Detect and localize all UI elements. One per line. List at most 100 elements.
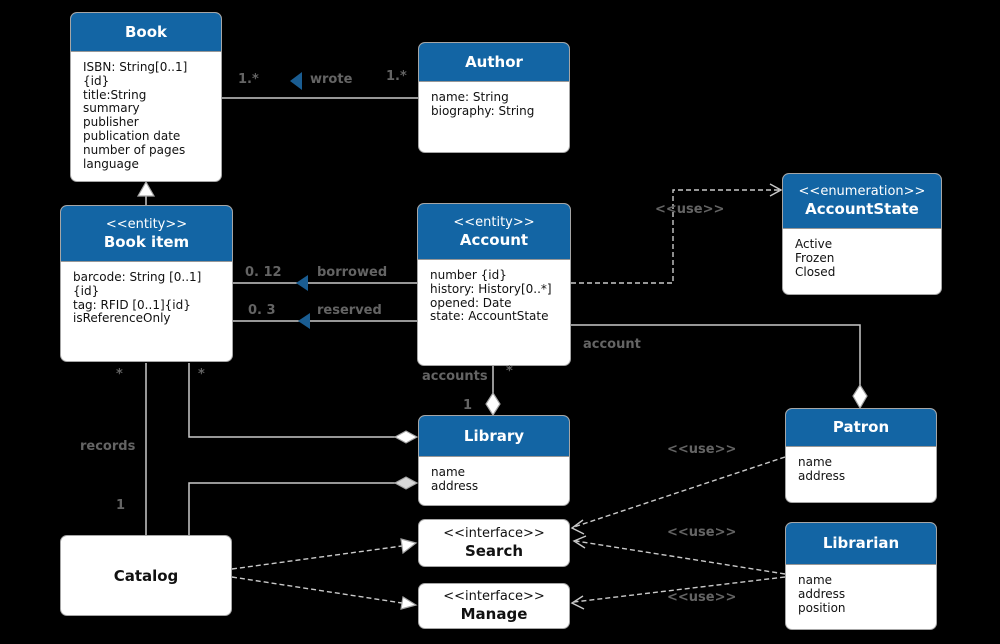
- manage-realization-arrow-icon: [400, 596, 418, 610]
- patron-aggregation-diamond-icon: [852, 383, 868, 410]
- use-label-account-accountstate: <<use>>: [655, 202, 725, 217]
- attribute-line: state: AccountState: [430, 309, 549, 324]
- use-accountstate-arrow-icon: [769, 183, 783, 197]
- class-patron-header: Patron: [786, 409, 936, 447]
- interface-stereotype: <<interface>>: [443, 589, 545, 604]
- attribute-line: summary: [83, 101, 140, 116]
- attribute-line: opened: Date: [430, 295, 512, 310]
- association-account-line: [571, 324, 861, 386]
- borrowed-direction-triangle-icon: [296, 275, 308, 291]
- class-title: Account: [459, 230, 529, 249]
- attribute-line: history: History[0..*]: [430, 281, 552, 296]
- class-account-attributes: number {id}history: History[0..*]opened:…: [418, 260, 570, 333]
- use-label-patron-search: <<use>>: [667, 442, 737, 457]
- interface-title: Manage: [460, 605, 528, 623]
- attribute-line: Frozen: [795, 250, 835, 265]
- multiplicity-book-wrote: 1.*: [238, 72, 259, 87]
- association-label-borrowed: borrowed: [317, 265, 388, 280]
- attribute-line: number of pages: [83, 142, 186, 157]
- class-book-item-header: <<entity>> Book item: [61, 206, 232, 262]
- class-title: Book item: [103, 232, 190, 251]
- wrote-direction-triangle-icon: [290, 72, 302, 90]
- class-account[interactable]: <<entity>> Account number {id}history: H…: [417, 203, 571, 366]
- attribute-line: name: [798, 573, 833, 587]
- attribute-line: name: String: [431, 90, 509, 104]
- role-label-account: account: [583, 337, 641, 352]
- attribute-line: language: [83, 156, 139, 171]
- class-book-item[interactable]: <<entity>> Book item barcode: String [0.…: [60, 205, 233, 362]
- class-library-header: Library: [419, 416, 569, 457]
- class-title: Book: [124, 22, 168, 41]
- interface-manage[interactable]: <<interface>> Manage: [418, 583, 570, 629]
- attribute-line: position: [798, 600, 846, 615]
- attribute-line: address: [798, 468, 846, 483]
- multiplicity-borrowed: 0. 12: [245, 265, 282, 280]
- class-author-header: Author: [419, 43, 569, 82]
- attribute-line: biography: String: [431, 103, 535, 118]
- attribute-line: Active: [795, 237, 833, 251]
- attribute-line: number {id}: [430, 268, 507, 282]
- interface-title: Search: [464, 542, 524, 560]
- use-accountstate-line: [571, 189, 779, 284]
- patron-search-use-line: [573, 456, 786, 528]
- librarian-search-use-line: [575, 540, 786, 575]
- search-realization-arrow-icon: [400, 538, 418, 555]
- attribute-line: Closed: [795, 264, 836, 279]
- association-label-wrote: wrote: [310, 72, 353, 87]
- class-catalog[interactable]: Catalog: [60, 535, 232, 616]
- attribute-line: isReferenceOnly: [73, 311, 171, 326]
- attribute-line: name: [431, 465, 466, 479]
- attribute-line: tag: RFID [0..1]{id}: [73, 297, 191, 312]
- librarian-manage-use-arrow-icon: [570, 595, 585, 610]
- multiplicity-records-catalog: 1: [116, 498, 126, 513]
- role-label-accounts: accounts: [422, 369, 488, 384]
- class-account-state-header: <<enumeration>> AccountState: [783, 174, 941, 229]
- library-top-aggregation-diamond-icon: [485, 391, 501, 417]
- patron-search-use-arrow-icon: [570, 519, 585, 535]
- class-book-header: Book: [71, 13, 221, 52]
- library-left-aggregation-diamond-icon: [393, 430, 419, 444]
- bookitem-library-line: [188, 363, 396, 438]
- multiplicity-accounts-account: *: [506, 364, 513, 379]
- multiplicity-accounts-library: 1: [463, 398, 473, 413]
- class-title: Librarian: [822, 534, 900, 552]
- class-title: Catalog: [113, 566, 179, 585]
- association-label-reserved: reserved: [317, 303, 382, 318]
- attribute-line: publication date: [83, 128, 181, 143]
- catalog-manage-realization-line: [231, 576, 403, 604]
- interface-stereotype: <<interface>>: [443, 526, 545, 541]
- catalog-search-realization-line: [231, 545, 403, 570]
- multiplicity-reserved: 0. 3: [248, 303, 276, 318]
- catalog-library-line: [188, 482, 396, 535]
- reserved-direction-triangle-icon: [298, 313, 310, 329]
- interface-search[interactable]: <<interface>> Search: [418, 519, 570, 567]
- class-librarian-header: Librarian: [786, 523, 936, 565]
- attribute-line: ISBN: String[0..1]{id}: [83, 60, 188, 88]
- use-label-librarian-manage: <<use>>: [667, 590, 737, 605]
- multiplicity-author-wrote: 1.*: [386, 69, 407, 84]
- librarian-search-use-arrow-icon: [572, 535, 587, 549]
- class-account-header: <<entity>> Account: [418, 204, 570, 260]
- class-title: Patron: [832, 418, 890, 436]
- class-title: Library: [463, 426, 525, 445]
- library-left-lower-aggregation-diamond-icon: [393, 476, 419, 490]
- attribute-line: address: [798, 586, 846, 601]
- attribute-line: barcode: String [0..1]{id}: [73, 270, 202, 298]
- librarian-manage-use-line: [573, 576, 786, 603]
- class-title: AccountState: [805, 200, 919, 218]
- class-stereotype: <<entity>>: [105, 216, 188, 232]
- multiplicity-records-bookitem: *: [116, 367, 123, 382]
